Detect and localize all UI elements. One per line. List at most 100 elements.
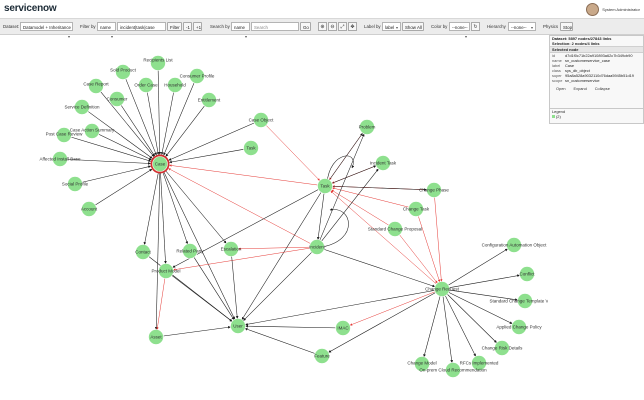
node-circle[interactable]	[517, 293, 533, 309]
graph-node-servicedef[interactable]: Service Definition	[64, 99, 100, 115]
node-circle[interactable]	[253, 112, 269, 128]
node-circle[interactable]	[408, 201, 424, 217]
graph-node-rfcsimplemented[interactable]: RFCs Implemented	[460, 355, 499, 371]
node-circle[interactable]	[74, 99, 90, 115]
graph-node-stdchangeproposal[interactable]: Standard Change Proposal	[368, 221, 422, 237]
graph-node-relatedparty[interactable]: Related Party	[176, 243, 204, 259]
node-circle[interactable]	[471, 355, 487, 371]
node-circle[interactable]	[115, 64, 131, 80]
node-circle[interactable]	[152, 156, 168, 172]
node-circle[interactable]	[426, 182, 442, 198]
color-by-select[interactable]: --none--	[449, 22, 470, 31]
node-circle[interactable]	[359, 119, 375, 135]
search-input[interactable]: Search	[251, 22, 299, 31]
node-circle[interactable]	[150, 55, 166, 71]
graph-node-household[interactable]: Household	[164, 77, 186, 93]
legend-item[interactable]: (2)	[550, 114, 643, 119]
node-circle[interactable]	[223, 241, 239, 257]
node-circle[interactable]	[158, 263, 174, 279]
node-circle[interactable]	[84, 123, 100, 139]
label-by-select[interactable]: label	[382, 22, 401, 31]
dataset-select[interactable]: Datamodel + Inheritance	[20, 22, 73, 31]
node-circle[interactable]	[109, 91, 125, 107]
graph-node-recipients[interactable]: Recipients List	[143, 55, 173, 71]
graph-node-changephase[interactable]: Change Phase	[419, 182, 449, 198]
filter-by-select[interactable]: name	[97, 22, 116, 31]
graph-node-changetask[interactable]: Change Task	[403, 201, 430, 217]
node-circle[interactable]	[511, 319, 527, 335]
node-circle[interactable]	[519, 266, 535, 282]
search-by-select[interactable]: name	[231, 22, 250, 31]
node-circle[interactable]	[309, 239, 325, 255]
collapse-button[interactable]: Collapse	[594, 86, 610, 91]
graph-node-ordercase[interactable]: Order Case	[134, 77, 158, 93]
node-circle[interactable]	[52, 151, 68, 167]
graph-node-caseactionsummary[interactable]: Case Action Summary	[70, 123, 115, 139]
graph-node-caobject[interactable]: Configuration Automation Object	[482, 237, 548, 253]
pan-icon[interactable]: ✥	[348, 22, 357, 31]
graph-node-consumer[interactable]: Consumer	[107, 91, 128, 107]
physics-stop-button[interactable]: Stop	[560, 22, 573, 31]
zoom-out-icon[interactable]: ⊖	[328, 22, 337, 31]
node-circle[interactable]	[434, 281, 450, 297]
hierarchy-select[interactable]: --none--	[508, 22, 536, 31]
servicenow-logo[interactable]: servicenow	[4, 3, 57, 14]
go-button[interactable]: Go	[300, 22, 311, 31]
filter-button[interactable]: Filter	[167, 22, 182, 31]
node-circle[interactable]	[445, 362, 461, 378]
graph-node-taskmain[interactable]: Task	[317, 178, 333, 194]
filter-minus-button[interactable]: -1	[183, 22, 192, 31]
node-circle[interactable]	[317, 178, 333, 194]
graph-node-imac[interactable]: IMAC	[335, 320, 351, 336]
graph-node-contact[interactable]: Contact	[135, 244, 152, 260]
graph-node-caseobject[interactable]: Case Object	[249, 112, 275, 128]
graph-node-user[interactable]: User	[230, 318, 246, 334]
graph-node-escalation[interactable]: Escalation	[221, 241, 242, 257]
graph-node-incident[interactable]: Incident	[309, 239, 326, 255]
node-circle[interactable]	[138, 77, 154, 93]
node-circle[interactable]	[414, 356, 430, 372]
graph-node-changemodel[interactable]: Change Model	[407, 356, 437, 372]
node-circle[interactable]	[81, 201, 97, 217]
graph-node-stdchangetpl[interactable]: Standard Change Template Version	[490, 293, 548, 309]
filter-input[interactable]: incident|task|case	[117, 22, 166, 31]
graph-node-socialprofile[interactable]: Social Profile	[62, 176, 89, 192]
node-circle[interactable]	[148, 329, 164, 345]
graph-node-appliedchangepolicy[interactable]: Applied Change Policy	[496, 319, 542, 335]
user-name[interactable]: System Administrator	[602, 6, 640, 12]
node-circle[interactable]	[88, 78, 104, 94]
graph-node-problem[interactable]: Problem	[359, 119, 376, 135]
graph-node-entitlement[interactable]: Entitlement	[198, 92, 221, 108]
filter-plus-button[interactable]: +1	[193, 22, 202, 31]
show-all-button[interactable]: Show All	[402, 22, 424, 31]
node-circle[interactable]	[230, 318, 246, 334]
node-circle[interactable]	[375, 155, 391, 171]
node-circle[interactable]	[243, 140, 259, 156]
refresh-icon[interactable]: ↻	[471, 22, 480, 31]
graph-node-account[interactable]: Account	[81, 201, 98, 217]
node-circle[interactable]	[494, 340, 510, 356]
node-circle[interactable]	[67, 176, 83, 192]
graph-node-consumerprofile[interactable]: Consumer Profile	[180, 68, 215, 84]
graph-node-productmodel[interactable]: Product Model	[151, 263, 181, 279]
graph-node-affectedinstall[interactable]: Affected Install Base	[40, 151, 81, 167]
graph-node-task[interactable]: Task	[243, 140, 259, 156]
graph-node-asset[interactable]: Asset	[148, 329, 164, 345]
graph-node-incidenttask[interactable]: Incident Task	[370, 155, 397, 171]
node-circle[interactable]	[135, 244, 151, 260]
node-circle[interactable]	[201, 92, 217, 108]
node-circle[interactable]	[314, 348, 330, 364]
node-circle[interactable]	[506, 237, 522, 253]
expand-button[interactable]: Expand	[573, 86, 587, 91]
graph-node-changerequest[interactable]: Change Request	[425, 281, 460, 297]
zoom-in-icon[interactable]: ⊕	[318, 22, 327, 31]
open-button[interactable]: Open	[556, 86, 566, 91]
fit-view-icon[interactable]: ⤢	[338, 22, 347, 31]
graph-node-changeriskdetails[interactable]: Change Risk Details	[482, 340, 524, 356]
graph-node-conflict[interactable]: Conflict	[519, 266, 535, 282]
node-circle[interactable]	[189, 68, 205, 84]
node-circle[interactable]	[387, 221, 403, 237]
graph-node-casereport[interactable]: Case Report	[83, 78, 109, 94]
node-circle[interactable]	[56, 127, 72, 143]
